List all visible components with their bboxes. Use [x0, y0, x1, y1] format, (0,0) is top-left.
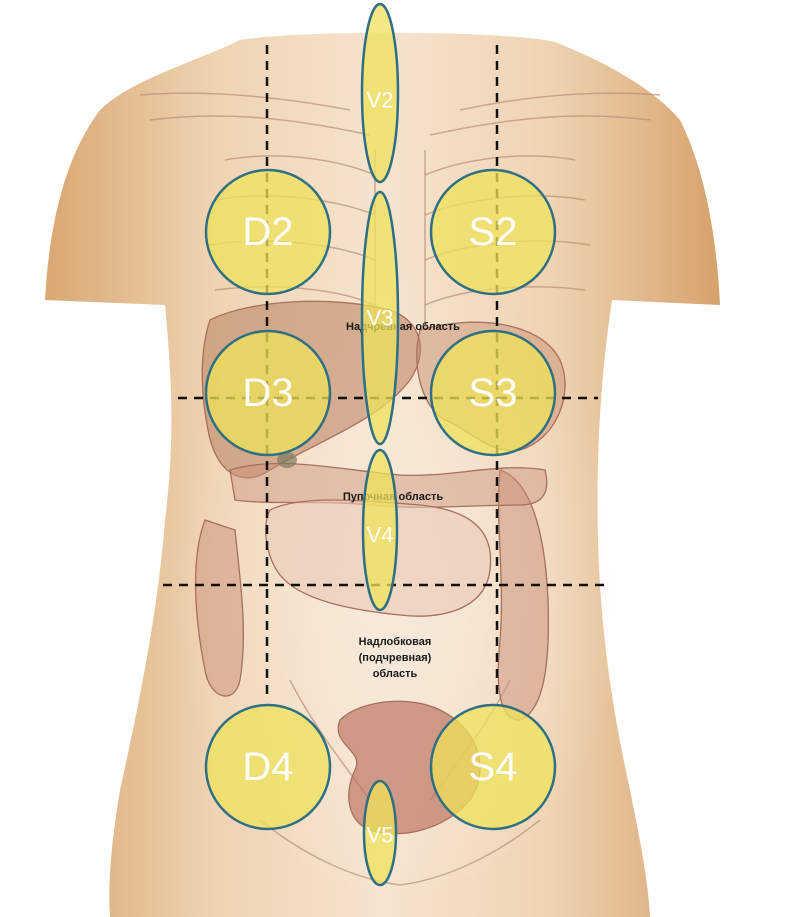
zone-shape[interactable]	[429, 703, 557, 831]
zone-shape[interactable]	[361, 448, 399, 612]
zone-label: D4	[242, 745, 293, 789]
zone-V5[interactable]: V5	[362, 779, 398, 887]
ascending-colon	[194, 519, 245, 697]
zone-shape[interactable]	[360, 190, 400, 446]
hypogastric-label-line3: область	[373, 668, 418, 680]
zone-shape[interactable]	[204, 703, 332, 831]
zone-label: V3	[367, 306, 394, 331]
zone-V4[interactable]: V4	[361, 448, 399, 612]
zone-D4[interactable]: D4	[204, 703, 332, 831]
zone-label: D2	[242, 210, 293, 254]
zone-D3[interactable]: D3	[204, 329, 332, 457]
zone-shape[interactable]	[429, 168, 557, 296]
zone-shape[interactable]	[362, 779, 398, 887]
gallbladder	[277, 452, 297, 468]
hypogastric-label-line1: Надлобковая	[359, 636, 432, 648]
zone-shape[interactable]	[360, 2, 400, 184]
palpation-zones: V2 V3 V4 V5 D2 S2 D3 S3	[204, 2, 557, 887]
hypogastric-label-line2: (подчревная)	[359, 652, 432, 664]
zone-S2[interactable]: S2	[429, 168, 557, 296]
zone-shape[interactable]	[204, 329, 332, 457]
zone-label: V5	[367, 823, 394, 848]
zone-label: S4	[469, 745, 518, 789]
zone-label: V2	[367, 88, 394, 113]
zone-D2[interactable]: D2	[204, 168, 332, 296]
zone-V3[interactable]: V3	[360, 190, 400, 446]
zone-label: S2	[469, 210, 518, 254]
zone-label: V4	[367, 523, 394, 548]
zone-S4[interactable]: S4	[429, 703, 557, 831]
zone-label: D3	[242, 371, 293, 415]
zone-S3[interactable]: S3	[429, 329, 557, 457]
zone-label: S3	[469, 371, 518, 415]
zone-shape[interactable]	[204, 168, 332, 296]
zone-shape[interactable]	[429, 329, 557, 457]
zone-V2[interactable]: V2	[360, 2, 400, 184]
